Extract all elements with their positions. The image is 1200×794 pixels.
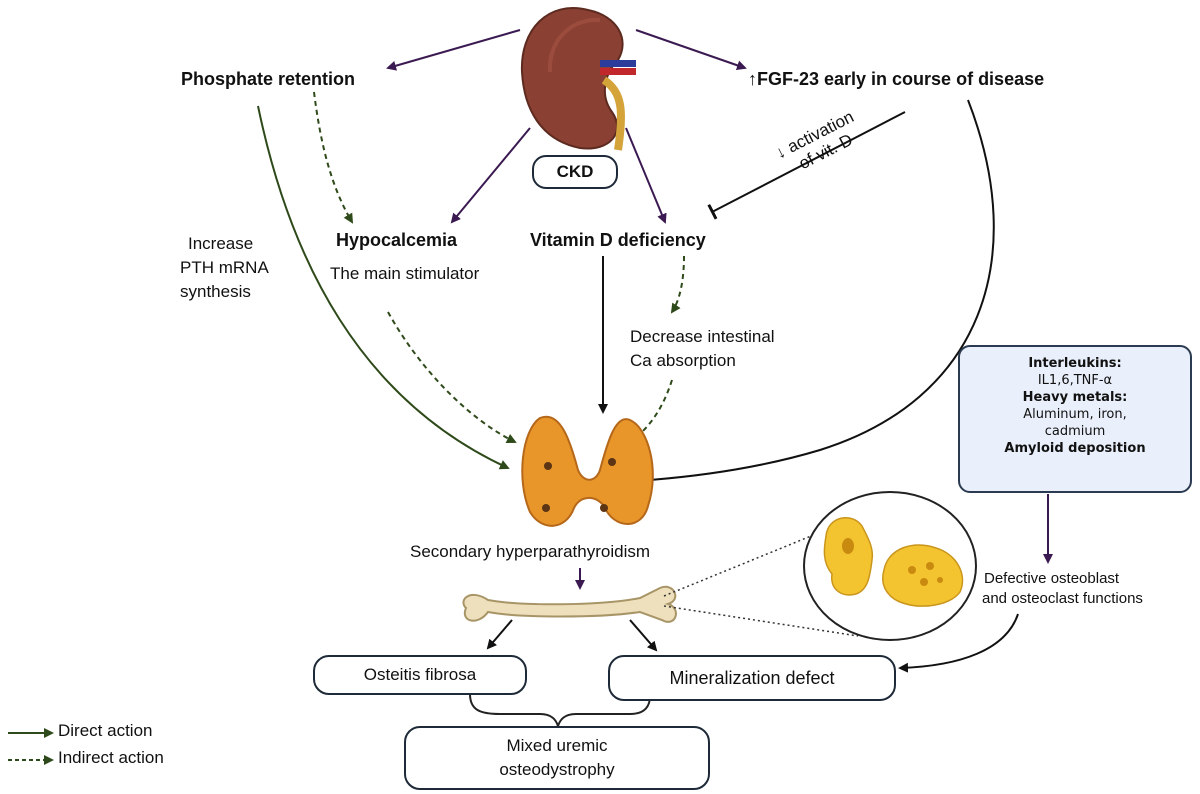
decrease-ca-line-2: Ca absorption	[630, 351, 736, 370]
osteitis-fibrosa-box: Osteitis fibrosa	[313, 655, 527, 695]
decrease-ca-line-1: Decrease intestinal	[630, 327, 775, 346]
interleukins-title: Interleukins:	[1028, 356, 1122, 371]
hypocalcemia-label: Hypocalcemia	[336, 230, 458, 250]
increase-pth-line-1: Increase	[188, 234, 254, 253]
inhibit-fgf23-to-vitd	[707, 111, 906, 220]
main-stimulator-label: The main stimulator	[330, 264, 480, 283]
inhibit-fgf23-to-parathyroid	[648, 99, 995, 489]
mineralization-defect-label: Mineralization defect	[669, 667, 835, 688]
arrow-bone-to-osteitis	[486, 619, 513, 650]
osteitis-fibrosa-label: Osteitis fibrosa	[363, 665, 477, 684]
vitamin-d-deficiency-label: Vitamin D deficiency	[530, 230, 706, 250]
arrow-defective-to-mineralization	[898, 613, 1019, 673]
parathyroid-gland-icon	[521, 415, 654, 527]
heavy-metals-title: Heavy metals:	[1022, 390, 1128, 405]
increase-pth-line-2: PTH mRNA	[180, 258, 269, 277]
zoom-line-top	[663, 533, 817, 597]
mixed-line-1: Mixed uremic	[506, 736, 608, 755]
aggravating-factors-box: Interleukins: IL1,6,TNF-α Heavy metals: …	[958, 345, 1192, 493]
dashed-phosphate-to-hypocalcemia	[313, 91, 354, 224]
mixed-uremic-box: Mixed uremic osteodystrophy	[404, 726, 710, 790]
arrow-phosphate-to-parathyroid	[257, 105, 510, 470]
decrease-ca-absorption-label: Decrease intestinal Ca absorption	[630, 325, 775, 373]
arrow-ckd-to-fgf23	[635, 29, 747, 71]
mixed-line-2: osteodystrophy	[499, 760, 615, 779]
heavy-metals-value-2: cadmium	[1044, 424, 1106, 439]
ckd-label: CKD	[556, 162, 594, 181]
fgf23-label: ↑FGF-23 early in course of disease	[748, 69, 1045, 89]
dashed-hypocalcemia-to-parathyroid	[387, 311, 517, 443]
bone-icon	[462, 585, 677, 623]
ckd-box: CKD	[532, 155, 618, 189]
defective-line-2: and osteoclast functions	[982, 590, 1143, 607]
arrow-ckd-to-vitd	[625, 127, 667, 224]
defective-functions-label: Defective osteoblast and osteoclast func…	[982, 569, 1143, 609]
legend-indirect-label: Indirect action	[58, 748, 164, 767]
phosphate-retention-label: Phosphate retention	[181, 69, 356, 89]
arrow-ckd-to-hypocalcemia	[450, 127, 531, 224]
bone-cells-magnifier	[803, 491, 977, 641]
secondary-hpt-label: Secondary hyperparathyroidism	[410, 542, 651, 561]
mineralization-defect-box: Mineralization defect	[608, 655, 896, 701]
arrow-bone-to-mineralization	[629, 619, 658, 652]
dashed-vitd-to-ca-absorption	[670, 255, 685, 314]
legend-direct-label: Direct action	[58, 721, 153, 740]
interleukins-value: IL1,6,TNF-α	[1037, 373, 1113, 388]
increase-pth-line-3: synthesis	[180, 282, 251, 301]
arrow-ckd-to-phosphate	[386, 29, 521, 71]
defective-line-1: Defective osteoblast	[984, 570, 1120, 587]
amyloid-label: Amyloid deposition	[1004, 441, 1146, 456]
kidney-icon	[520, 7, 636, 151]
heavy-metals-value-1: Aluminum, iron,	[1023, 407, 1127, 422]
increase-pth-label: Increase PTH mRNA synthesis	[180, 232, 269, 304]
